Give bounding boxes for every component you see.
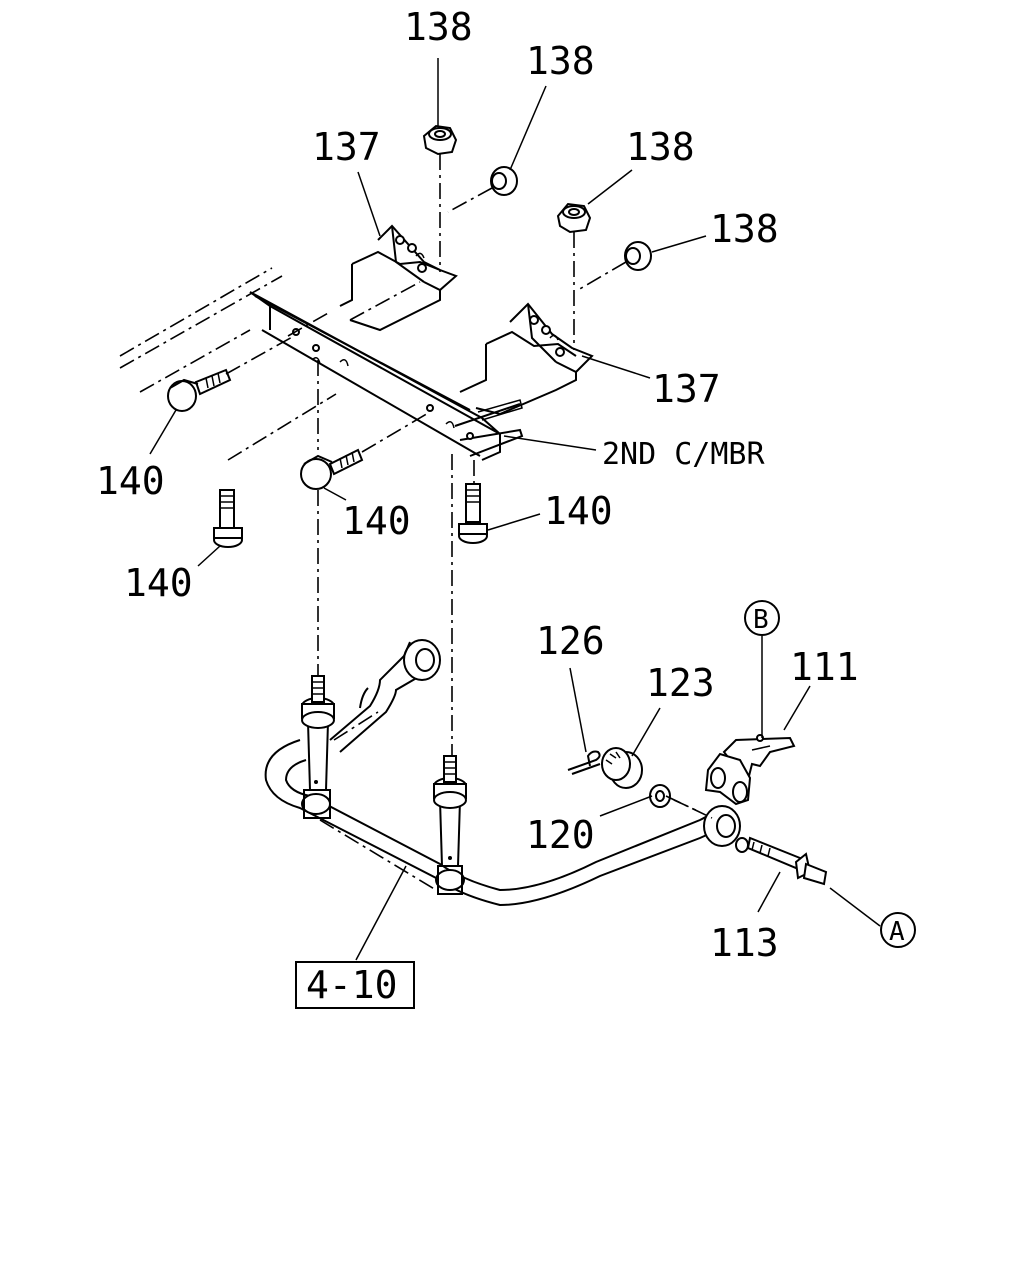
bracket-137-left (339, 224, 458, 332)
callout-138-a: 138 (404, 5, 473, 49)
nut-138-flange-right (624, 241, 652, 271)
assembly-lines (225, 154, 713, 891)
leader-lines (149, 58, 881, 961)
callout-137-b: 137 (652, 367, 721, 411)
callout-140-c: 140 (124, 561, 193, 605)
bushing-123 (601, 747, 643, 789)
stabilizer-bar (264, 739, 741, 907)
marker-b: B (744, 600, 780, 636)
bar-clamp-right (433, 755, 467, 895)
callout-138-d: 138 (710, 207, 779, 251)
callout-138-b: 138 (526, 39, 595, 83)
bolt-140-upper-left (167, 368, 232, 412)
bolt-140-vertical-left (213, 489, 243, 548)
callout-crossmember: 2ND C/MBR (602, 437, 765, 472)
callout-137-a: 137 (312, 125, 381, 169)
stabilizer-link (329, 639, 441, 753)
callout-140-b: 140 (342, 499, 411, 543)
marker-a: A (880, 912, 916, 948)
marker-a-label: A (889, 917, 905, 947)
callout-120: 120 (526, 813, 595, 857)
callout-140-d: 140 (544, 489, 613, 533)
callout-111: 111 (790, 645, 859, 689)
nut-138-top (422, 124, 458, 156)
bar-clamp-left (301, 675, 335, 819)
callout-126: 126 (536, 619, 605, 663)
bracket-111 (704, 734, 796, 806)
frame-rails (119, 267, 283, 393)
cotter-pin-126 (567, 750, 601, 775)
cross-member (249, 291, 524, 461)
reference-box: 4-10 (295, 961, 415, 1009)
bolt-140-vertical-right (458, 483, 488, 544)
marker-b-label: B (753, 605, 769, 635)
nut-138-right (556, 202, 592, 234)
callout-123: 123 (646, 661, 715, 705)
callout-138-c: 138 (626, 125, 695, 169)
callout-140-a: 140 (96, 459, 165, 503)
nut-138-flange-left (490, 166, 518, 196)
bolt-140-center (300, 448, 364, 490)
washer-120 (649, 784, 671, 808)
bracket-137-right (459, 302, 594, 416)
reference-box-label: 4-10 (306, 963, 398, 1007)
pin-113 (735, 836, 828, 886)
callout-113: 113 (710, 921, 779, 965)
